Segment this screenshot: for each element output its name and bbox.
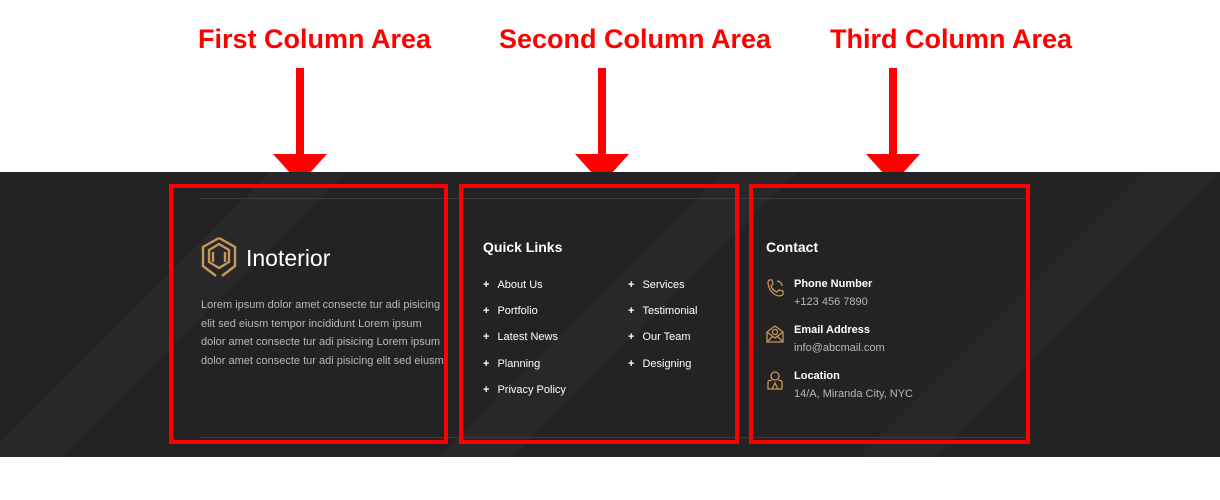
link-planning[interactable]: +Planning	[483, 358, 541, 370]
link-portfolio[interactable]: +Portfolio	[483, 305, 538, 317]
quick-links-title: Quick Links	[483, 239, 563, 255]
about-text: Lorem ipsum dolor amet consecte tur adi …	[201, 299, 444, 367]
email-icon	[766, 325, 784, 343]
contact-label: Location	[794, 370, 840, 382]
annotation-first-column: First Column Area	[198, 24, 432, 54]
footer-divider	[200, 198, 1030, 199]
contact-label: Email Address	[794, 324, 871, 336]
contact-value: info@abcmail.com	[794, 342, 885, 354]
link-designing[interactable]: +Designing	[628, 358, 692, 370]
logo-icon	[201, 236, 237, 277]
link-our-team[interactable]: +Our Team	[628, 331, 691, 343]
link-latest-news[interactable]: +Latest News	[483, 331, 558, 343]
brand-logo[interactable]: Inoterior	[200, 236, 330, 280]
third-column-highlight	[749, 184, 1030, 444]
link-services[interactable]: +Services	[628, 279, 685, 291]
footer	[0, 172, 1220, 457]
contact-phone: Phone Number +123 456 7890	[766, 278, 872, 308]
contact-title: Contact	[766, 239, 819, 255]
annotation-second-column: Second Column Area	[499, 24, 772, 54]
annotation-third-column: Third Column Area	[830, 24, 1073, 54]
brand-name: Inoterior	[246, 244, 331, 271]
contact-value: 14/A, Miranda City, NYC	[794, 388, 914, 400]
link-testimonial[interactable]: +Testimonial	[628, 305, 698, 317]
contact-email: Email Address info@abcmail.com	[766, 324, 885, 354]
contact-label: Phone Number	[794, 278, 873, 290]
phone-icon	[767, 279, 784, 297]
arrow-down-icon	[575, 68, 629, 184]
location-icon	[767, 371, 783, 390]
contact-value: +123 456 7890	[794, 296, 868, 308]
contact-location: Location 14/A, Miranda City, NYC	[766, 370, 913, 400]
link-privacy-policy[interactable]: +Privacy Policy	[483, 384, 566, 396]
second-column-highlight	[459, 184, 739, 444]
arrow-down-icon	[273, 68, 327, 184]
first-column-highlight	[169, 184, 448, 444]
footer-divider	[200, 437, 1030, 438]
arrow-down-icon	[866, 68, 920, 184]
link-about-us[interactable]: +About Us	[483, 279, 543, 291]
